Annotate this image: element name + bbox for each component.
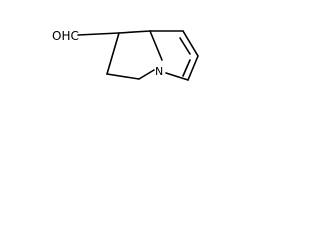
aldehyde-label: OHC: [52, 29, 79, 43]
double-bond-c1-c2: [179, 37, 191, 55]
structure-canvas: OHC N: [0, 0, 221, 115]
structure-drawing: OHC N: [52, 29, 199, 81]
bond-c6-c7: [106, 32, 120, 75]
nitrogen-label: N: [155, 65, 163, 78]
bond-c2-c3: [187, 55, 199, 81]
bond-n-c5: [138, 69, 155, 80]
bond-c5-c6: [106, 73, 140, 80]
double-bond-c2-c3: [182, 59, 191, 77]
bond-c1-c2: [182, 30, 199, 57]
bond-c7-c8: [118, 30, 151, 34]
bond-c3-n: [165, 72, 189, 81]
bond-c7-cho: [77, 32, 120, 36]
bond-c8-c8a: [149, 30, 163, 61]
